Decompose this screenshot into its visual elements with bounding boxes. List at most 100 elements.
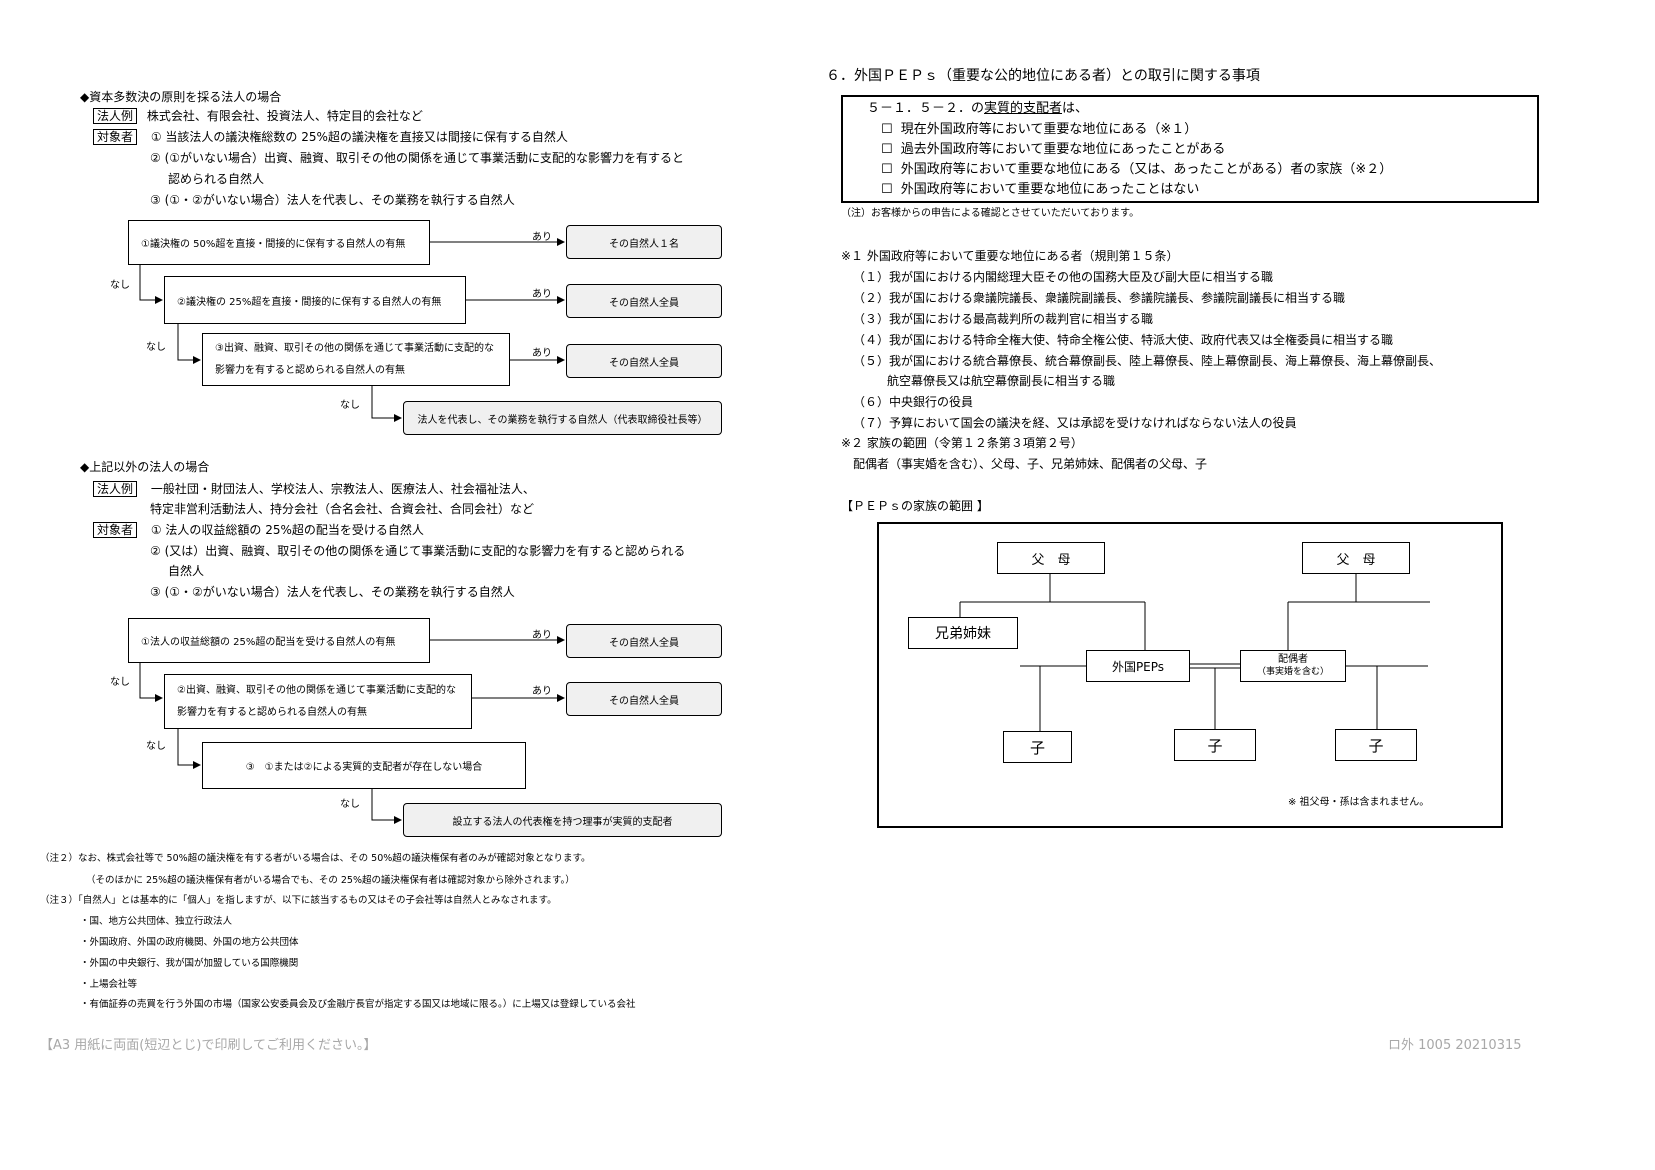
flow1-question-3: ③出資、融資、取引その他の関係を通じて事業活動に支配的な 影響力を有すると認めら…: [202, 333, 510, 386]
flow1-yes-1: あり: [532, 232, 552, 243]
target-item-2-cont: 自然人: [168, 564, 205, 578]
note-3-item-1: ・国、地方公共団体、独立行政法人: [80, 916, 233, 927]
pep-declaration-note: （注）お客様からの申告による確認とさせていただいております。: [841, 208, 1140, 219]
flow2-result-2: その自然人全員: [566, 682, 722, 716]
flow2-result-1: その自然人全員: [566, 624, 722, 658]
section2-example-row: 法人例 一般社団・財団法人、学校法人、宗教法人、医療法人、社会福祉法人、: [93, 480, 535, 498]
family-chart-title: 【ＰＥＰｓの家族の範囲 】: [841, 499, 989, 513]
flow1-question-1: ①議決権の 50%超を直接・間接的に保有する自然人の有無: [128, 220, 430, 265]
child-box-1: 子: [1003, 731, 1072, 763]
note-3-item-2: ・外国政府、外国の政府機関、外国の地方公共団体: [80, 937, 299, 948]
example-tag: 法人例: [93, 108, 138, 124]
flow2-no-1: なし: [110, 677, 130, 688]
section1-example-row: 法人例 株式会社、有限会社、投資法人、特定目的会社など: [93, 107, 423, 125]
pep-section-title: ６．外国ＰＥＰｓ（重要な公的地位にある者）との取引に関する事項: [826, 68, 1260, 84]
target-item-3: ③ (①・②がいない場合）法人を代表し、その業務を執行する自然人: [150, 585, 515, 599]
flow1-yes-2: あり: [532, 289, 552, 300]
flow2-yes-2: あり: [532, 686, 552, 697]
family-text: 配偶者（事実婚を含む）、父母、子、兄弟姉妹、配偶者の父母、子: [853, 457, 1208, 471]
flow1-result-3: その自然人全員: [566, 344, 722, 378]
child-box-2: 子: [1174, 729, 1256, 761]
flow1-no-2: なし: [146, 342, 166, 353]
siblings-box: 兄弟姉妹: [908, 617, 1018, 649]
pep-option-3[interactable]: ☐ 外国政府等において重要な地位にある（又は、あったことがある）者の家族（※２）: [881, 160, 1392, 180]
definition-4: （４）我が国における特命全権大使、特命全権公使、特派大使、政府代表又は全権委員に…: [853, 333, 1394, 347]
definition-heading: ※１ 外国政府等において重要な地位にある者（規則第１５条）: [841, 249, 1179, 263]
child-box-3: 子: [1335, 729, 1417, 761]
target-item-2: ② (又は）出資、融資、取引その他の関係を通じて事業活動に支配的な影響力を有する…: [150, 544, 686, 558]
flow2-question-1: ①法人の収益総額の 25%超の配当を受ける自然人の有無: [128, 618, 430, 663]
example-line-2: 特定非営利活動法人、持分会社（合名会社、合資会社、合同会社）など: [150, 502, 535, 516]
flow2-no-2: なし: [146, 741, 166, 752]
spouse-sublabel: （事実婚を含む）: [1256, 667, 1329, 677]
checkbox-icon[interactable]: ☐: [881, 142, 893, 157]
target-item-1: ① 当該法人の議決権総数の 25%超の議決権を直接又は間接に保有する自然人: [150, 130, 568, 144]
definition-5-cont: 航空幕僚長又は航空幕僚副長に相当する職: [887, 374, 1116, 388]
parents-left-box: 父 母: [997, 542, 1105, 574]
flow1-yes-3: あり: [532, 348, 552, 359]
target-item-2: ② (①がいない場合）出資、融資、取引その他の関係を通じて事業活動に支配的な影響…: [150, 151, 685, 165]
pep-intro-underlined: 実質的支配者: [984, 101, 1063, 116]
checkbox-icon[interactable]: ☐: [881, 182, 893, 197]
note-3-item-4: ・上場会社等: [80, 979, 138, 990]
pep-option-1-label: 現在外国政府等において重要な地位にある（※１）: [900, 122, 1198, 137]
definition-5: （５）我が国における統合幕僚長、統合幕僚副長、陸上幕僚長、陸上幕僚副長、海上幕僚…: [853, 354, 1442, 368]
note-3-item-5: ・有価証券の売買を行う外国の市場（国家公安委員会及び金融庁長官が指定する国又は地…: [80, 999, 636, 1010]
pep-option-4[interactable]: ☐ 外国政府等において重要な地位にあったことはない: [881, 180, 1199, 200]
flow1-question-3-line2: 影響力を有すると認められる自然人の有無: [215, 364, 405, 376]
section2-heading: ◆上記以外の法人の場合: [80, 460, 210, 474]
pep-intro-prefix: ５－１．５－２．の: [867, 101, 985, 116]
parents-right-box: 父 母: [1302, 542, 1410, 574]
definition-6: （６）中央銀行の役員: [853, 395, 974, 409]
pep-checkbox-panel: ５－１．５－２．の実質的支配者は、 ☐ 現在外国政府等において重要な地位にある（…: [841, 95, 1539, 203]
section2-target-row: 対象者 ① 法人の収益総額の 25%超の配当を受ける自然人: [93, 521, 424, 539]
target-tag: 対象者: [93, 522, 138, 538]
section1-target-row: 対象者 ① 当該法人の議決権総数の 25%超の議決権を直接又は間接に保有する自然…: [93, 128, 568, 146]
example-text: 株式会社、有限会社、投資法人、特定目的会社など: [146, 109, 423, 123]
pep-option-4-label: 外国政府等において重要な地位にあったことはない: [900, 182, 1200, 197]
flow2-yes-1: あり: [532, 630, 552, 641]
definition-1: （１）我が国における内閣総理大臣その他の国務大臣及び副大臣に相当する職: [853, 270, 1274, 284]
definition-7: （７）予算において国会の議決を経、又は承認を受けなければならない法人の役員: [853, 416, 1297, 430]
target-item-2-cont: 認められる自然人: [168, 172, 265, 186]
example-line-1: 一般社団・財団法人、学校法人、宗教法人、医療法人、社会福祉法人、: [150, 482, 535, 496]
flow1-result-2: その自然人全員: [566, 284, 722, 318]
flow1-result-1: その自然人１名: [566, 225, 722, 259]
target-item-3: ③ (①・②がいない場合）法人を代表し、その業務を執行する自然人: [150, 193, 515, 207]
flow1-result-4: 法人を代表し、その業務を執行する自然人（代表取締役社長等）: [403, 401, 722, 435]
pep-intro: ５－１．５－２．の実質的支配者は、: [867, 99, 1088, 119]
flow1-no-1: なし: [110, 280, 130, 291]
pep-option-2-label: 過去外国政府等において重要な地位にあったことがある: [900, 142, 1226, 157]
pep-option-1[interactable]: ☐ 現在外国政府等において重要な地位にある（※１）: [881, 120, 1197, 140]
spouse-box: 配偶者 （事実婚を含む）: [1240, 650, 1346, 682]
peps-box: 外国PEPs: [1086, 650, 1190, 682]
definition-3: （３）我が国における最高裁判所の裁判官に相当する職: [853, 312, 1154, 326]
spouse-label: 配偶者: [1278, 654, 1308, 665]
family-tree-frame: [877, 522, 1503, 828]
flow2-question-3: ③ ①または②による実質的支配者が存在しない場合: [202, 742, 526, 789]
checkbox-icon[interactable]: ☐: [881, 162, 893, 177]
target-item-1: ① 法人の収益総額の 25%超の配当を受ける自然人: [150, 523, 424, 537]
target-tag: 対象者: [93, 129, 138, 145]
flow2-result-3: 設立する法人の代表権を持つ理事が実質的支配者: [403, 803, 722, 837]
example-tag: 法人例: [93, 481, 138, 497]
note-3-item-3: ・外国の中央銀行、我が国が加盟している国際機関: [80, 958, 299, 969]
flow1-question-2: ②議決権の 25%超を直接・間接的に保有する自然人の有無: [164, 276, 466, 324]
pep-option-2[interactable]: ☐ 過去外国政府等において重要な地位にあったことがある: [881, 140, 1225, 160]
flow2-question-2: ②出資、融資、取引その他の関係を通じて事業活動に支配的な 影響力を有すると認めら…: [164, 674, 472, 729]
flow2-no-3: なし: [340, 799, 360, 810]
flow2-question-2-line2: 影響力を有すると認められる自然人の有無: [177, 706, 367, 718]
flow2-question-2-line1: ②出資、融資、取引その他の関係を通じて事業活動に支配的な: [177, 684, 456, 696]
section1-heading: ◆資本多数決の原則を採る法人の場合: [80, 90, 282, 104]
flow1-question-3-line1: ③出資、融資、取引その他の関係を通じて事業活動に支配的な: [215, 342, 494, 354]
note-3: （注３）「自然人」とは基本的に「個人」を指しますが、以下に該当するもの又はその子…: [40, 895, 557, 906]
checkbox-icon[interactable]: ☐: [881, 122, 893, 137]
definition-2: （２）我が国における衆議院議長、衆議院副議長、参議院議長、参議院副議長に相当する…: [853, 291, 1346, 305]
form-code-footer: ロ外 1005 20210315: [1388, 1038, 1522, 1053]
pep-intro-suffix: は、: [1062, 101, 1089, 116]
note-2: （注２）なお、株式会社等で 50%超の議決権を有する者がいる場合は、その 50%…: [40, 853, 591, 864]
print-instruction-footer: 【A3 用紙に両面(短辺とじ)で印刷してご利用ください。】: [40, 1038, 377, 1053]
family-tree-note: ※ 祖父母・孫は含まれません。: [1288, 797, 1430, 808]
note-2-cont: （そのほかに 25%超の議決権保有者がいる場合でも、その 25%超の議決権保有者…: [86, 875, 575, 886]
